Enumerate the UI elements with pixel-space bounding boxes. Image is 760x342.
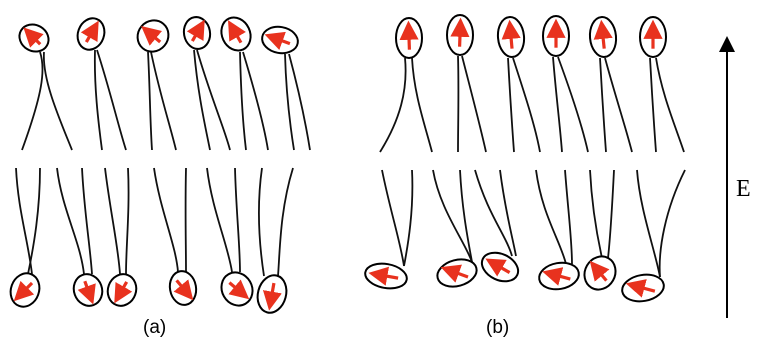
- lipid-head: [543, 16, 569, 56]
- lipid-tail: [553, 57, 562, 152]
- lipid-tail: [44, 52, 72, 150]
- lipid-head: [260, 24, 300, 56]
- lipid-head: [363, 261, 409, 292]
- lipid-tail: [240, 52, 246, 150]
- lipid-tail: [207, 168, 232, 272]
- lipid-tail: [243, 52, 268, 150]
- lipid-head: [254, 272, 291, 316]
- lipid-head: [6, 269, 44, 311]
- lipid-tail: [637, 170, 660, 277]
- lipid-head: [181, 15, 212, 51]
- lipid-tail: [22, 52, 43, 150]
- lipid-head: [216, 13, 256, 56]
- lipid-tail: [57, 168, 84, 274]
- lipid-tail: [97, 50, 126, 150]
- lipid-tail: [148, 52, 152, 150]
- lipid-tail: [126, 168, 129, 274]
- lipid-tail: [16, 168, 32, 274]
- lipid-tail: [412, 58, 432, 152]
- lipid-tail: [382, 170, 404, 266]
- lipid-tail: [462, 56, 486, 152]
- lipid-head: [216, 267, 259, 311]
- lipid-tail: [600, 58, 606, 152]
- lipid-head: [69, 270, 106, 310]
- lipid-head: [588, 16, 617, 58]
- lipid-head: [640, 17, 666, 57]
- lipid-tail: [235, 168, 240, 272]
- lipid-tail: [197, 50, 230, 150]
- lipid-tail: [656, 58, 684, 152]
- lipid-tail: [536, 170, 566, 264]
- lipid-tail: [650, 58, 656, 152]
- lipid-tail: [433, 170, 472, 262]
- lipid-tail: [404, 170, 412, 266]
- lipid-tail: [380, 58, 406, 152]
- lipid-head: [496, 16, 525, 58]
- lipid-tail: [82, 168, 92, 274]
- panel-b-bilayer: [363, 15, 685, 304]
- lipid-head: [73, 15, 108, 54]
- lipid-head: [537, 260, 581, 293]
- lipid-head: [396, 18, 422, 58]
- panel-b-label: (b): [486, 317, 509, 338]
- lipid-head: [15, 19, 54, 57]
- lipid-tail: [500, 170, 516, 256]
- field-label: E: [736, 176, 751, 202]
- lipid-tail: [558, 57, 588, 152]
- lipid-head: [447, 15, 473, 55]
- lipid-tail: [154, 168, 178, 272]
- lipid-tail: [105, 168, 120, 274]
- lipid-head: [103, 270, 140, 310]
- lipid-tail: [605, 58, 632, 152]
- lipid-tail: [513, 58, 540, 152]
- panel-a-bilayer: [6, 13, 310, 316]
- lipid-head: [167, 269, 199, 307]
- lipid-head: [131, 14, 175, 58]
- lipid-tail: [660, 170, 685, 277]
- lipid-tail: [608, 170, 614, 258]
- lipid-tail: [565, 170, 572, 264]
- lipid-tail: [508, 58, 514, 152]
- panel-a-label: (a): [143, 317, 166, 338]
- lipid-tail: [590, 170, 602, 258]
- lipid-tail: [259, 168, 264, 276]
- lipid-tail: [278, 168, 293, 276]
- lipid-tail: [151, 52, 176, 150]
- lipid-head: [579, 251, 622, 295]
- lipid-head: [434, 255, 479, 290]
